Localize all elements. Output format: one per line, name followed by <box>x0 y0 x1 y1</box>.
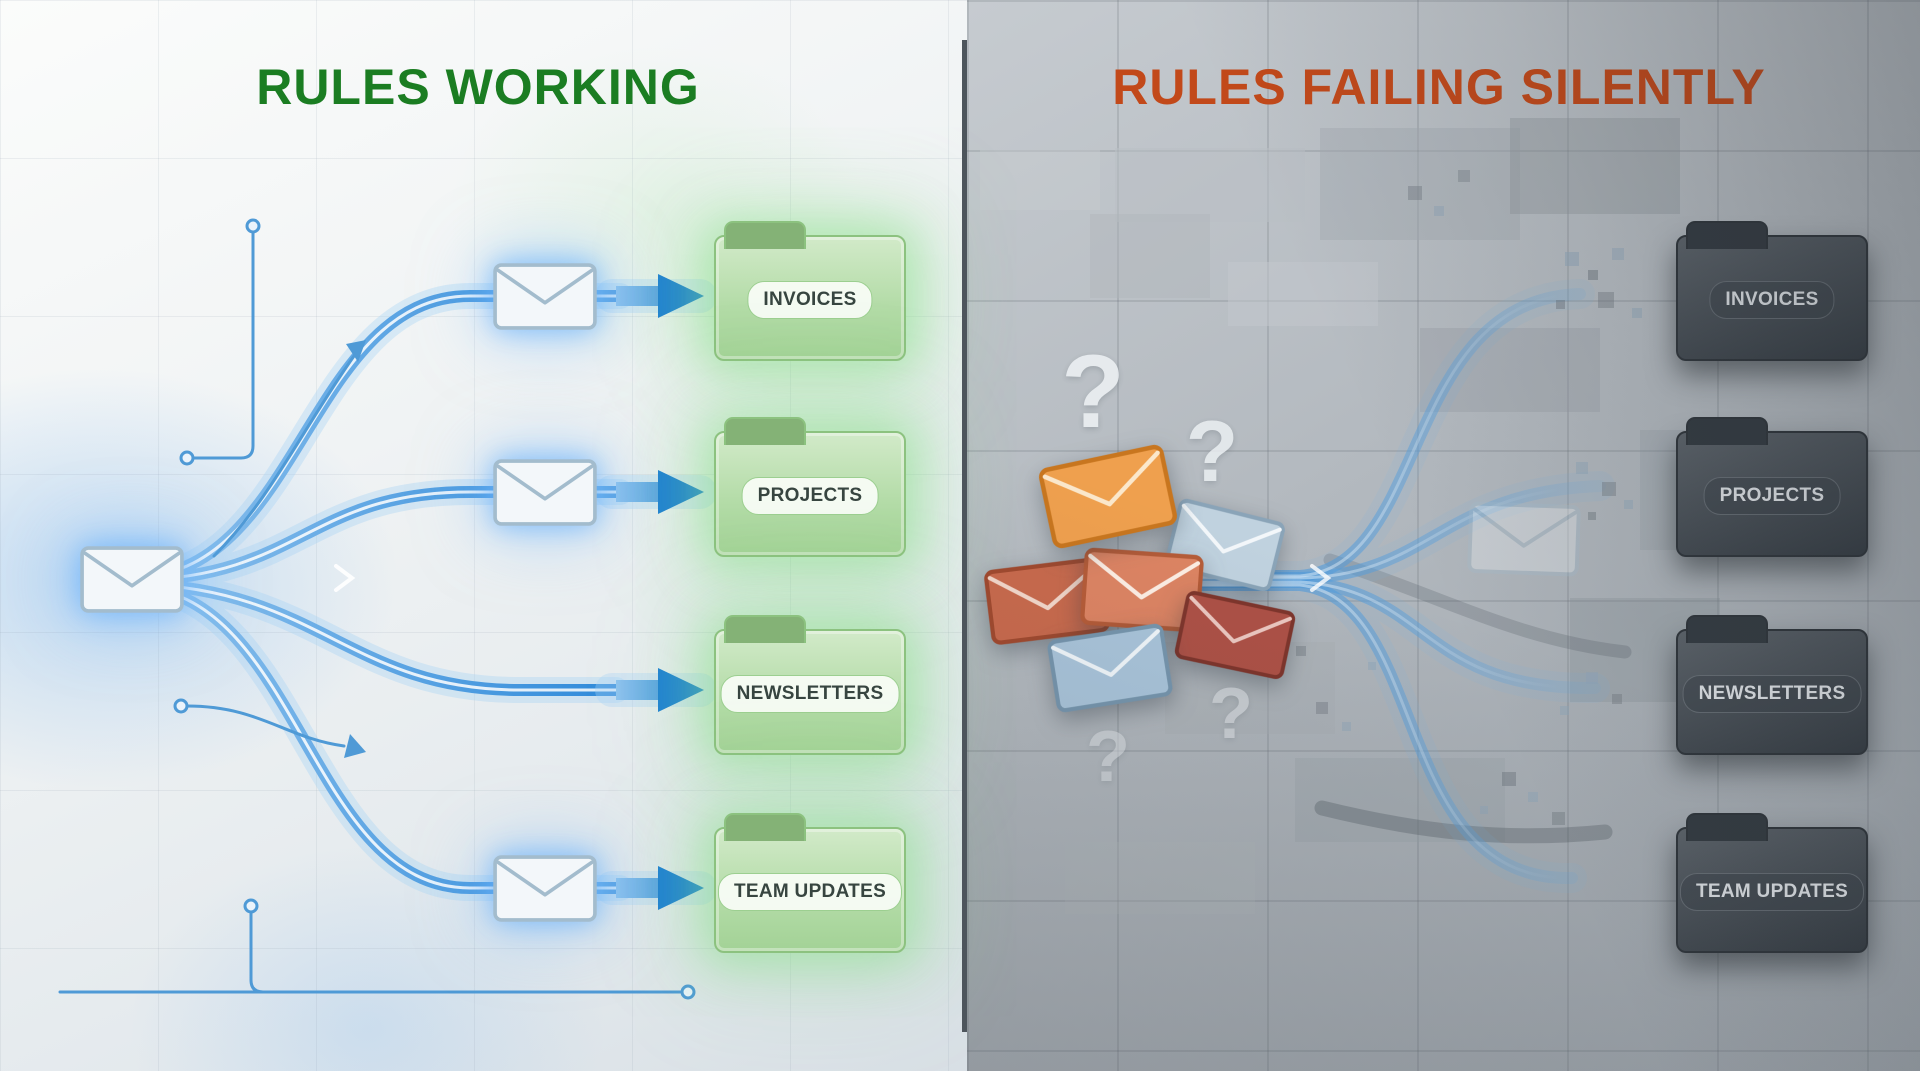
stuck-envelope-orange-icon <box>1037 443 1179 551</box>
folder-tab <box>1686 615 1768 643</box>
question-mark: ? <box>1086 717 1130 797</box>
envelope-icon-team-updates <box>493 855 597 922</box>
stuck-envelope-blue-icon <box>1046 622 1174 714</box>
folder-tab <box>724 417 806 445</box>
folder-tab <box>724 221 806 249</box>
folder-label: TEAM UPDATES <box>717 873 903 911</box>
folder-tab <box>1686 221 1768 249</box>
folder-label: INVOICES <box>1709 281 1835 319</box>
folder-tab <box>724 813 806 841</box>
folder-team-updates-failing: TEAM UPDATES <box>1676 813 1868 953</box>
folder-label: PROJECTS <box>741 477 879 515</box>
folder-newsletters-working: NEWSLETTERS <box>714 615 906 755</box>
folder-invoices-failing: INVOICES <box>1676 221 1868 361</box>
envelope-icon-projects <box>493 459 597 526</box>
question-mark: ? <box>1061 334 1125 450</box>
folder-invoices-working: INVOICES <box>714 221 906 361</box>
fading-envelope-icon <box>1467 501 1581 577</box>
folder-label: TEAM UPDATES <box>1679 873 1865 911</box>
folder-tab <box>1686 813 1768 841</box>
question-mark: ? <box>1209 674 1253 754</box>
question-mark: ? <box>1185 404 1239 500</box>
panel-divider <box>962 40 967 1032</box>
folder-tab <box>724 615 806 643</box>
left-title: RULES WORKING <box>256 59 700 115</box>
folder-label: NEWSLETTERS <box>1682 675 1862 713</box>
right-title: RULES FAILING SILENTLY <box>1112 59 1766 115</box>
folder-projects-working: PROJECTS <box>714 417 906 557</box>
folder-label: NEWSLETTERS <box>720 675 900 713</box>
folder-projects-failing: PROJECTS <box>1676 417 1868 557</box>
folder-team-updates-working: TEAM UPDATES <box>714 813 906 953</box>
envelope-icon-invoices <box>493 263 597 330</box>
folder-newsletters-failing: NEWSLETTERS <box>1676 615 1868 755</box>
stuck-envelope-red-icon <box>983 556 1111 646</box>
source-envelope-icon <box>80 546 184 613</box>
folder-tab <box>1686 417 1768 445</box>
folder-label: INVOICES <box>747 281 873 319</box>
folder-label: PROJECTS <box>1703 477 1841 515</box>
